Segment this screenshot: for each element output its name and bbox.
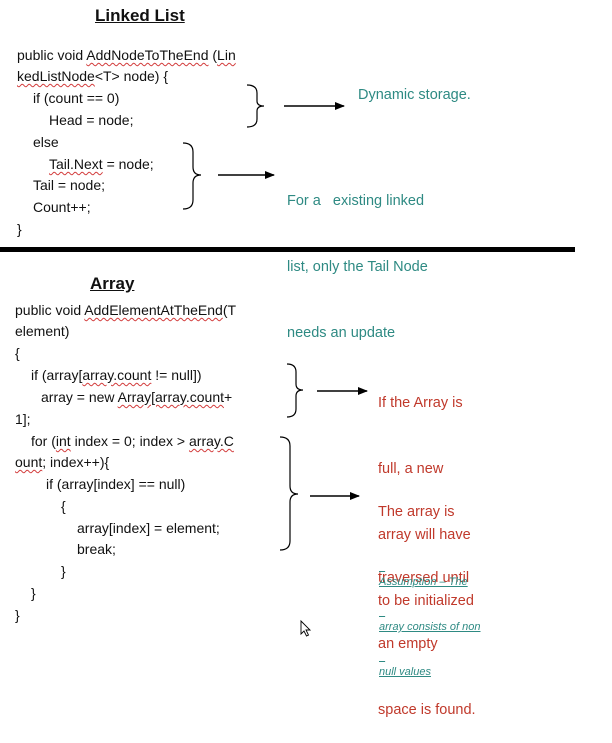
arr-code-line-3: { <box>15 345 20 361</box>
ll-code-line-8: Count++; <box>33 199 91 215</box>
ll-code-line-9: } <box>17 221 22 237</box>
ll-code-line-5: else <box>33 134 59 150</box>
arr-code-line-13: } <box>61 563 66 579</box>
arr-code-line-14: } <box>31 585 36 601</box>
annotation-graphics <box>182 84 368 637</box>
arr-code-line-15: } <box>15 607 20 623</box>
arr-note-reinitialize: If the Array is full, a new array will h… <box>378 395 474 609</box>
ll-code-line-3: if (count == 0) <box>33 90 120 106</box>
brace-4 <box>279 436 299 551</box>
arr-code-line-5: array = new Array[array.count+ <box>41 389 233 405</box>
array-title: Array <box>90 274 135 293</box>
arr-code-line-8: ount; index++){ <box>15 454 110 470</box>
ll-code-line-4: Head = node; <box>49 112 134 128</box>
brace-3 <box>286 363 304 418</box>
arr-code-line-9: if (array[index] == null) <box>46 476 186 492</box>
arr-code-line-12: break; <box>77 541 116 557</box>
arr-code-line-4: if (array[array.count != null]) <box>31 367 202 383</box>
cursor-icon <box>300 619 312 637</box>
arr-assumption-note: Assumption – The array consists of non n… <box>379 576 481 678</box>
ll-code-line-1: public void AddNodeToTheEnd (Lin <box>17 47 236 63</box>
arr-code-line-7: for (int index = 0; index > array.C <box>31 433 234 449</box>
ll-note-tail-update: For a existing linked list, only the Tai… <box>287 193 428 341</box>
arr-code-line-2: element) <box>15 323 70 339</box>
ll-code-line-2: kedListNode<T> node) { <box>17 68 168 84</box>
ll-code-line-6: Tail.Next = node; <box>49 156 154 172</box>
ll-note-dynamic-storage: Dynamic storage. <box>358 87 471 103</box>
arr-code-line-10: { <box>61 498 66 514</box>
brace-2 <box>182 142 202 210</box>
linked-list-title: Linked List <box>95 6 185 25</box>
arr-code-line-11: array[index] = element; <box>77 520 220 536</box>
arr-code-line-1: public void AddElementAtTheEnd(T <box>15 302 237 318</box>
section-divider <box>0 247 575 252</box>
brace-1 <box>246 84 265 128</box>
arr-code-line-6: 1]; <box>15 411 31 427</box>
ll-code-line-7: Tail = node; <box>33 177 105 193</box>
